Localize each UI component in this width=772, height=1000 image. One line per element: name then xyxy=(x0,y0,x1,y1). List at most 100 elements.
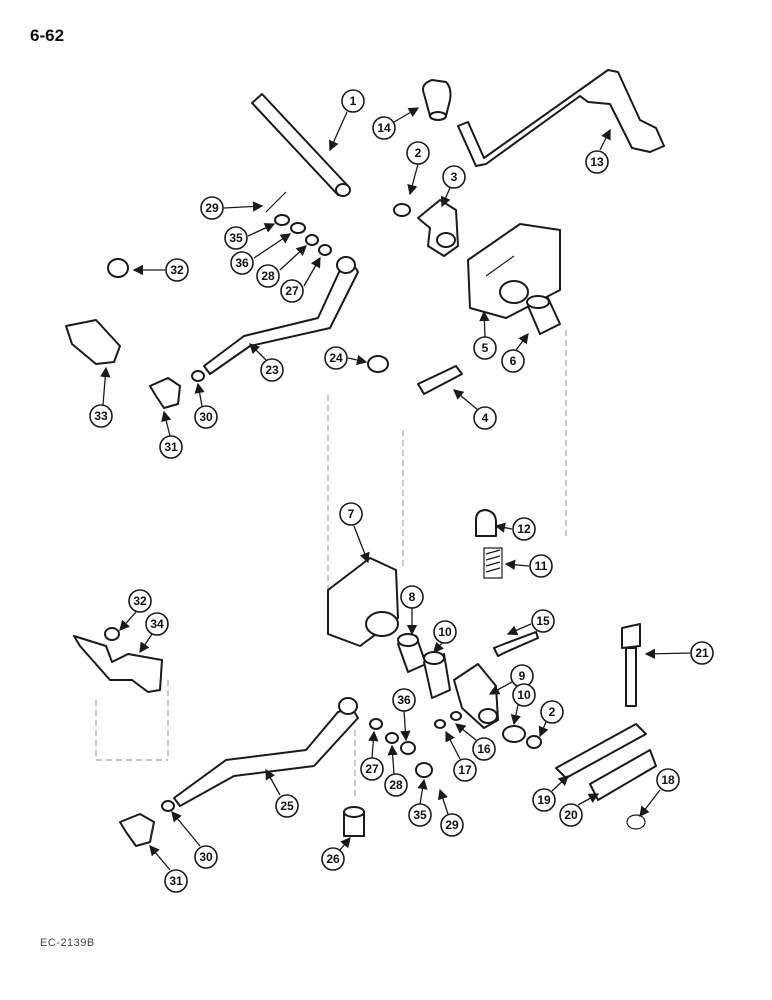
callout-circle xyxy=(512,517,536,541)
callout-leader-arrow xyxy=(504,559,530,570)
callout-34: 34 xyxy=(139,612,169,654)
callout-circle xyxy=(501,349,525,373)
bolt-part xyxy=(493,631,539,657)
callout-circle xyxy=(473,336,497,360)
callout-leader-arrow xyxy=(494,522,513,533)
washers-upper-part xyxy=(290,222,332,256)
callout-circle xyxy=(164,869,188,893)
callout-circle xyxy=(194,845,218,869)
callout-number: 1 xyxy=(350,94,357,108)
callout-number: 36 xyxy=(397,693,411,707)
gate-plate-upper-part xyxy=(467,223,561,319)
callout-33: 33 xyxy=(89,366,113,428)
callout-circle xyxy=(372,116,396,140)
control-rod-lower-part xyxy=(173,697,359,807)
alignment-lines xyxy=(95,330,567,800)
callout-number: 16 xyxy=(477,742,491,756)
callout-30: 30 xyxy=(194,382,218,429)
callout-number: 21 xyxy=(695,646,709,660)
callout-number: 10 xyxy=(438,625,452,639)
callout-17: 17 xyxy=(445,730,477,782)
callout-23: 23 xyxy=(249,343,284,382)
callout-number: 20 xyxy=(564,808,578,822)
callout-15: 15 xyxy=(506,609,555,636)
callout-20: 20 xyxy=(559,793,600,827)
callout-number: 7 xyxy=(348,507,355,521)
callout-circle xyxy=(230,251,254,275)
callout-number: 29 xyxy=(205,201,219,215)
callout-circle xyxy=(194,405,218,429)
callout-1: 1 xyxy=(328,89,365,152)
callout-circle xyxy=(408,803,432,827)
pin-part xyxy=(417,365,463,395)
callout-circle xyxy=(260,358,284,382)
callout-13: 13 xyxy=(585,128,611,174)
callout-36: 36 xyxy=(230,233,292,275)
callout-circle xyxy=(341,89,365,113)
ball-joint-lower-part xyxy=(119,800,175,847)
callout-2: 2 xyxy=(538,700,564,738)
callout-circle xyxy=(440,813,464,837)
callout-number: 14 xyxy=(377,121,391,135)
callout-leader-arrow xyxy=(538,721,549,738)
callout-leader-arrow xyxy=(445,730,461,760)
bushing-part xyxy=(526,295,561,335)
selector-part xyxy=(453,663,499,729)
callout-circle xyxy=(559,803,583,827)
callout-circle xyxy=(339,502,363,526)
callout-number: 30 xyxy=(199,850,213,864)
callout-circle xyxy=(442,165,466,189)
callout-leader-arrow xyxy=(339,837,351,851)
callout-16: 16 xyxy=(454,723,496,761)
callout-6: 6 xyxy=(501,332,529,373)
callout-leader-arrow xyxy=(488,681,513,695)
bushing-small-part xyxy=(367,355,389,373)
callout-number: 8 xyxy=(409,590,416,604)
callout-circle xyxy=(89,404,113,428)
callout-leader-arrow xyxy=(161,410,172,437)
callout-leader-arrow xyxy=(119,611,137,631)
callout-circle xyxy=(200,196,224,220)
callout-number: 28 xyxy=(389,778,403,792)
callout-leader-arrow xyxy=(353,525,370,564)
callout-leader-arrow xyxy=(139,633,153,654)
link-plates-part xyxy=(555,723,657,801)
callout-leader-arrow xyxy=(510,704,521,726)
callout-28: 28 xyxy=(256,245,307,288)
callout-number: 9 xyxy=(519,669,526,683)
callout-circle xyxy=(280,279,304,303)
callout-3: 3 xyxy=(440,165,466,208)
callout-number: 5 xyxy=(482,341,489,355)
callout-number: 35 xyxy=(229,231,243,245)
callout-number: 3 xyxy=(451,170,458,184)
callout-leader-arrow xyxy=(328,111,348,152)
callout-circle xyxy=(392,688,416,712)
callout-leader-arrow xyxy=(387,744,398,775)
callout-number: 29 xyxy=(445,818,459,832)
callout-27: 27 xyxy=(360,730,384,781)
callout-circle xyxy=(128,589,152,613)
callout-leader-arrow xyxy=(149,845,171,871)
callout-35: 35 xyxy=(408,778,432,827)
callout-number: 32 xyxy=(133,594,147,608)
callout-circle xyxy=(159,435,183,459)
callout-number: 33 xyxy=(94,409,108,423)
callout-circle xyxy=(384,773,408,797)
bracket-lower-part xyxy=(73,627,163,693)
callout-leader-arrow xyxy=(639,789,661,818)
callout-leader-arrow xyxy=(599,128,611,151)
callout-31: 31 xyxy=(159,410,183,459)
callout-circle xyxy=(406,141,430,165)
callout-11: 11 xyxy=(504,554,553,578)
callout-circle xyxy=(529,554,553,578)
callout-number: 31 xyxy=(169,874,183,888)
callout-25: 25 xyxy=(265,768,299,818)
callout-leader-arrow xyxy=(400,710,411,742)
callout-leader-arrow xyxy=(453,389,479,411)
spring-part xyxy=(483,547,503,579)
callout-circle xyxy=(453,758,477,782)
knob-part xyxy=(422,79,452,121)
callout-number: 10 xyxy=(517,688,531,702)
callout-leader-arrow xyxy=(393,107,420,123)
